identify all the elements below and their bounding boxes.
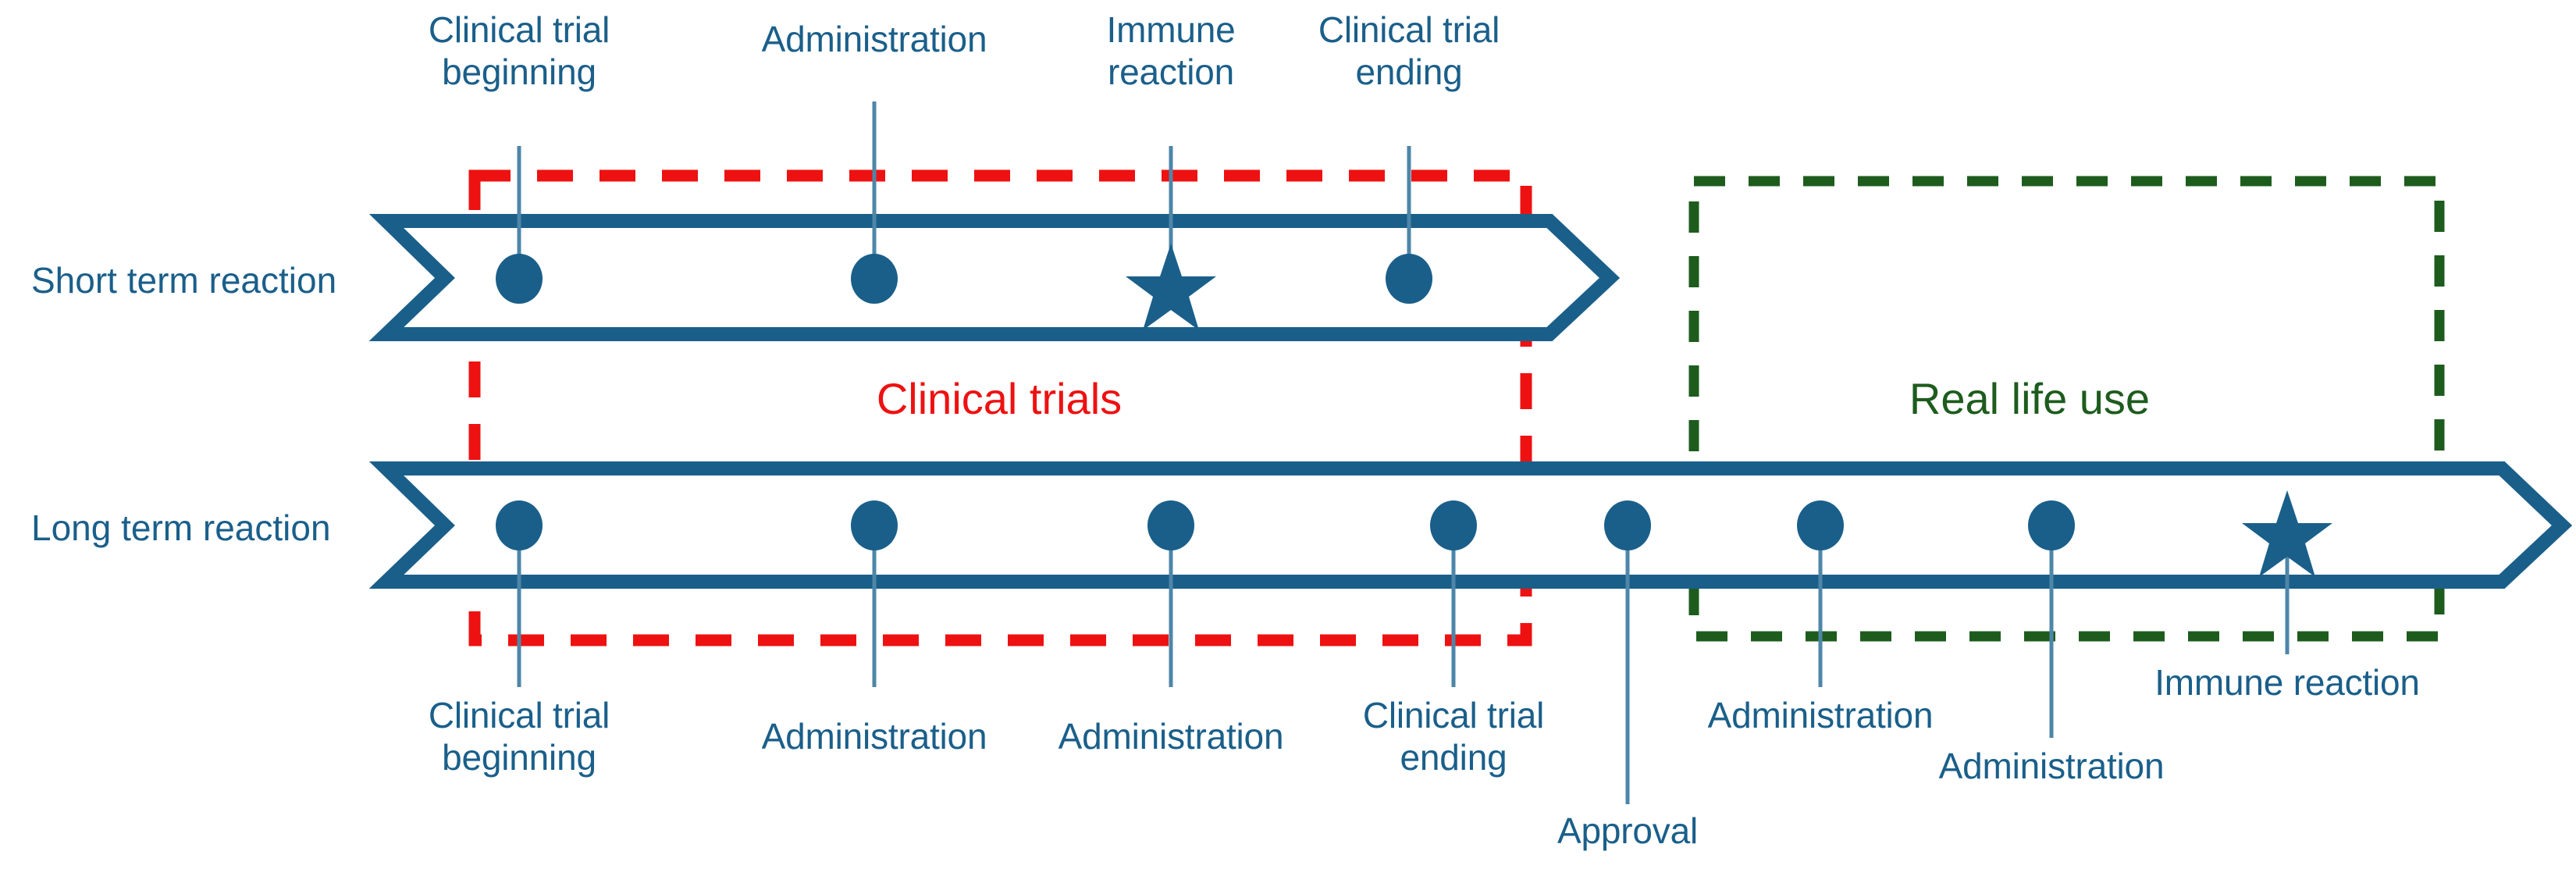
zone-label-clinical-trials: Clinical trials [876, 374, 1123, 423]
marker-circle-admin-top-1[interactable] [851, 254, 898, 304]
row-label-short-term: Short term reaction [31, 260, 337, 301]
marker-star-immune-top[interactable] [1126, 244, 1216, 330]
event-label-immune-bot: Immune reaction [2154, 662, 2420, 703]
marker-circle-admin-bot-3[interactable] [1797, 500, 1844, 550]
row-label-long-term: Long term reaction [31, 508, 331, 548]
short-term-banner [368, 214, 1621, 341]
marker-circle-admin-bot-1[interactable] [851, 500, 898, 550]
event-label-admin-top-1: Administration [761, 19, 987, 59]
marker-circle-ct-end-top[interactable] [1386, 254, 1432, 304]
event-label-immune-top: Immune reaction [1106, 9, 1236, 92]
event-label-admin-bot-3: Administration [1707, 695, 1934, 735]
event-label-approval-bot: Approval [1557, 810, 1698, 851]
event-label-ct-begin-top: Clinical trial beginning [428, 9, 610, 92]
marker-circle-approval-bot[interactable] [1604, 500, 1651, 550]
top-row-stems [517, 102, 1411, 258]
marker-circle-ct-begin-top[interactable] [496, 254, 543, 304]
event-label-ct-end-bot: Clinical trial ending [1362, 695, 1545, 778]
marker-circle-admin-bot-4[interactable] [2028, 500, 2075, 550]
event-label-admin-bot-1: Administration [761, 716, 987, 757]
event-label-ct-end-top: Clinical trial ending [1318, 9, 1500, 92]
event-label-ct-begin-bot: Clinical trial beginning [428, 695, 610, 778]
marker-star-immune-bot[interactable] [2242, 490, 2332, 577]
event-label-admin-bot-2: Administration [1058, 716, 1284, 757]
marker-circle-ct-end-bot[interactable] [1430, 500, 1477, 550]
bottom-row-stems [517, 547, 2290, 804]
event-label-admin-bot-4: Administration [1938, 746, 2165, 786]
clinical-trials-dashed-box [468, 169, 1532, 646]
zone-label-real-life-use: Real life use [1909, 374, 2151, 423]
marker-circle-ct-begin-bot[interactable] [496, 500, 543, 550]
marker-circle-admin-bot-2[interactable] [1147, 500, 1194, 550]
